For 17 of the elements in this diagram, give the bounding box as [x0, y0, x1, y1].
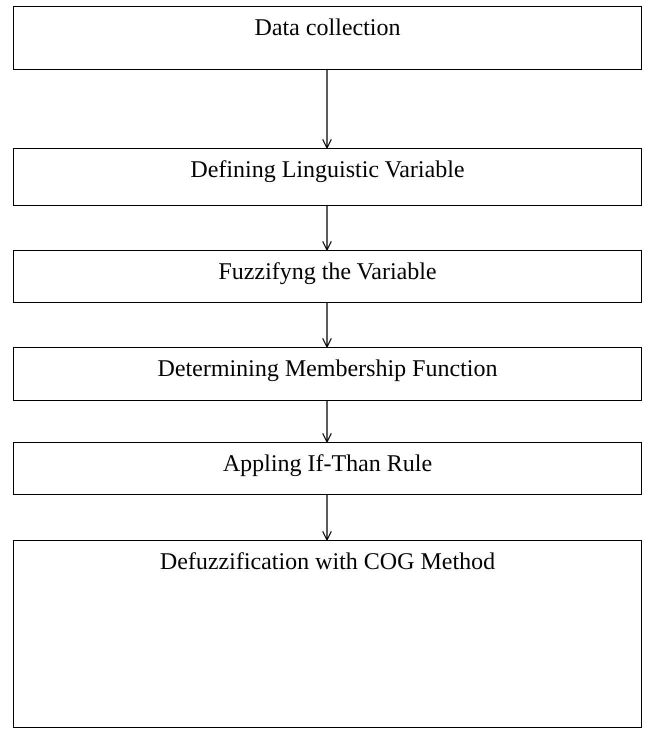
- process-box: [13, 442, 642, 495]
- arrow: [322, 401, 332, 443]
- process-box: [13, 540, 642, 728]
- step-label: Fuzzifyng the Variable: [218, 259, 437, 286]
- process-box: [13, 148, 642, 206]
- step-label: Determining Membership Function: [158, 356, 498, 383]
- arrow: [322, 206, 332, 251]
- step-label: Defining Linguistic Variable: [190, 157, 465, 184]
- step-label: Data collection: [254, 15, 400, 42]
- process-box: [13, 347, 642, 401]
- process-box: [13, 6, 642, 70]
- arrow: [322, 303, 332, 348]
- step-label: Appling If-Than Rule: [222, 451, 432, 478]
- step-label: Defuzzification with COG Method: [160, 549, 496, 576]
- arrow: [322, 70, 332, 149]
- arrow: [322, 495, 332, 541]
- process-box: [13, 250, 642, 303]
